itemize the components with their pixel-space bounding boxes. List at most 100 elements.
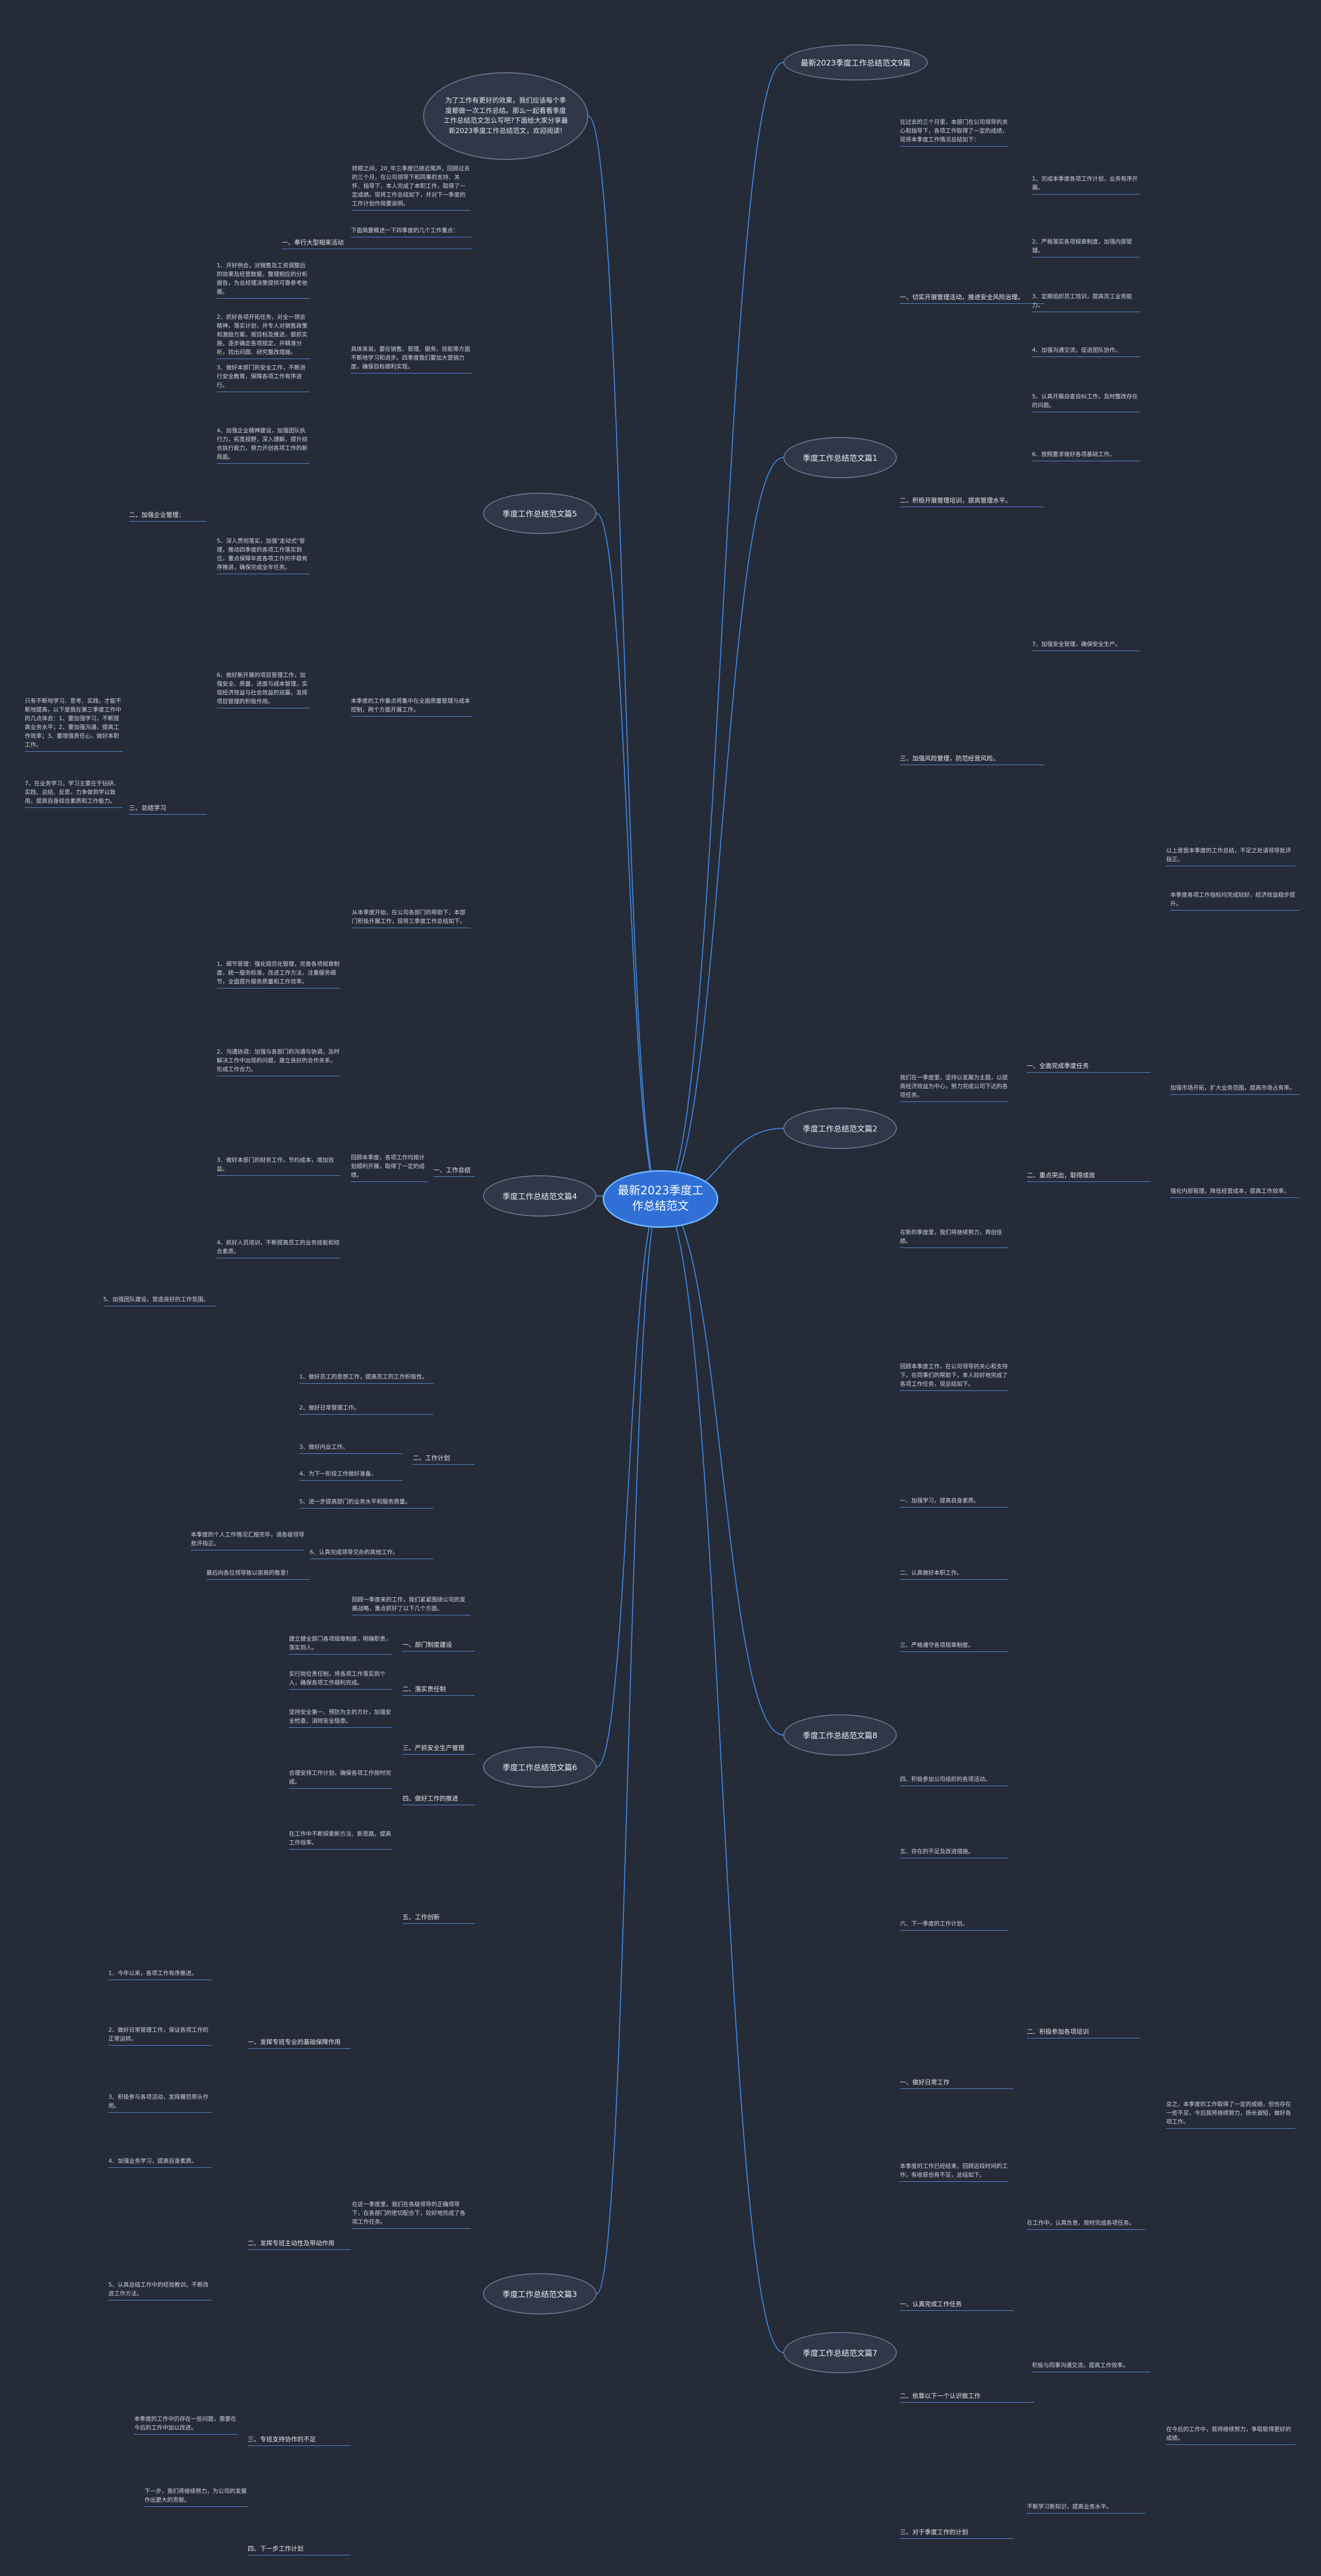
branch-left4[interactable]: 季度工作总结范文篇3: [483, 2273, 597, 2314]
right3-text1: 一、加强学习，提高自身素质。: [900, 1496, 1008, 1508]
left4-text5: 5、认真总结工作中的经验教训，不断改进工作方法。: [108, 2280, 212, 2301]
right4-text3: 不断学习新知识，提高业务水平。: [1027, 2502, 1146, 2514]
left1-sub3: 三、总结学习: [129, 804, 206, 815]
intro-bubble: 为了工作有更好的效果，我们应该每个季度都做一次工作总结。那么一起看看季度工作总结…: [423, 72, 588, 160]
branch-left3-label: 季度工作总结范文篇6: [502, 1762, 577, 1772]
right2-text3: 强化内部管理，降低经营成本，提高工作效率。: [1170, 1187, 1299, 1198]
branch-left1[interactable]: 季度工作总结范文篇5: [483, 493, 597, 534]
right1-text5: 5、认真开展自查自纠工作，及时整改存在的问题。: [1032, 392, 1140, 413]
root-node[interactable]: 最新2023季度工作总结范文: [603, 1170, 718, 1228]
branch-right1[interactable]: 季度工作总结范文篇1: [783, 437, 897, 478]
right2-sub1: 一、全面完成季度任务: [1027, 1062, 1151, 1073]
left4-text1: 1、今年以来，各项工作有序推进。: [108, 1969, 212, 1981]
right4-sub2: 二、依靠以下一个认识做工作: [900, 2392, 1034, 2403]
left3-intro: 回顾一季度来的工作，我们紧紧围绕公司的发展战略，重点抓好了以下几个方面。: [352, 1595, 471, 1616]
left1-sub1: 一、奉行大型相来活动: [282, 238, 473, 249]
left3-text5: 在工作中不断探索新方法、新思路，提高工作效率。: [289, 1829, 392, 1850]
branch-right4[interactable]: 季度工作总结范文篇7: [783, 2332, 897, 2373]
right4-end: 在今后的工作中，我将继续努力，争取取得更好的成绩。: [1166, 2425, 1295, 2445]
left2-sub: 一、工作总结: [433, 1166, 475, 1177]
right4-text2: 积极与同事沟通交流，提高工作效率。: [1032, 2361, 1151, 2373]
right1-text1: 1、完成本季度各项工作计划，业务有序开展。: [1032, 174, 1140, 195]
right3-intro: 回顾本季度工作，在公司领导的关心和支持下，在同事们的帮助下，本人较好地完成了各项…: [900, 1362, 1008, 1391]
branch-left2[interactable]: 季度工作总结范文篇4: [483, 1175, 597, 1217]
left2-final: 6、认真完成领导交办的其他工作。: [310, 1548, 433, 1560]
right3-sub1: 一、做好日常工作: [900, 2078, 1013, 2089]
left4-text-b: 本季度的工作中仍存在一些问题，需要在今后的工作中加以改进。: [134, 2415, 237, 2435]
left1-item7: 7、在业务学习，学习主要在于钻研、实践、总结、反思，力争做到学以致用，提高自身综…: [25, 779, 123, 808]
left4-text4: 4、加强业务学习，提高自身素质。: [108, 2157, 212, 2168]
connector-line: [660, 1198, 784, 2353]
left2-item1: 1、细节管理：强化规范化管理，完善各项规章制度，统一服务标准，改进工作方法，注重…: [217, 960, 341, 989]
left3-item2: 二、落实责任制: [402, 1685, 475, 1696]
left2-intro: 从本季度开始，在公司各部门的帮助下，本部门积极开展工作，现将三季度工作总结如下。: [352, 908, 471, 929]
root-label: 最新2023季度工作总结范文: [618, 1185, 703, 1213]
right1-sub1: 一、切实开展管理活动，推进安全风险治理。: [900, 293, 1044, 304]
connector-line: [588, 116, 661, 1200]
branch-right2-label: 季度工作总结范文篇2: [802, 1124, 878, 1133]
left1-item3: 3、做好本部门的安全工作，不断进行安全教育，保障各项工作有序进行。: [217, 363, 310, 393]
connector-line: [660, 1198, 784, 1736]
left1-sub1-text: 下面简要概述一下四季度的几个工作重点：: [351, 226, 473, 238]
left3-text4: 合理安排工作计划，确保各项工作按时完成。: [289, 1769, 392, 1789]
branch-right1-label: 季度工作总结范文篇1: [802, 453, 878, 463]
left3-text1: 建立健全部门各项规章制度，明确职责，落实到人。: [289, 1634, 392, 1655]
left1-sub-end: 本季度的工作重点将集中在全面质量管理与成本控制，两个方面开展工作。: [351, 696, 473, 717]
right1-intro: 在过去的三个月里，本部门在公司领导的关心和指导下，各项工作取得了一定的成绩，现将…: [900, 118, 1008, 147]
left4-text3: 3、积极参与各项活动，发挥模范带头作用。: [108, 2093, 212, 2113]
left1-sub2: 二、加强企业管理：: [129, 511, 206, 522]
left2-plan3: 3、做好内业工作。: [299, 1443, 402, 1454]
left1-left-text: 只有不断地学习、思考、实践，才能不断地提高，以下是我在第三季度工作中的几点体会：…: [25, 696, 123, 752]
left3-item4: 四、做好工作的推进: [402, 1794, 475, 1805]
branch-right3[interactable]: 季度工作总结范文篇8: [783, 1714, 897, 1756]
left3-text2: 实行岗位责任制，将各项工作落实到个人，确保各项工作顺利完成。: [289, 1670, 392, 1690]
left2-sub2: 二、工作计划: [413, 1454, 475, 1465]
left4-sub3: 三、专班支持协作的不足: [248, 2435, 351, 2446]
left4-text2: 2、做好日常管理工作，保证各项工作的正常运转。: [108, 2026, 212, 2046]
branch-right4-label: 季度工作总结范文篇7: [802, 2348, 878, 2358]
left1-intro: 转眼之间，20_年三季度已接近尾声，回顾过去的三个月，在公司领导下和同事的支持、…: [352, 164, 471, 211]
right3-text4: 四、积极参加公司组织的各项活动。: [900, 1775, 1008, 1787]
left1-item6: 6、做好新开展的项目管理工作，加强安全、质量、进度与成本管理，实现经济效益与社会…: [217, 671, 310, 709]
right3-end: 总之，本季度的工作取得了一定的成绩，但也存在一些不足，今后我将继续努力，扬长避短…: [1166, 2100, 1295, 2129]
left1-item1: 1、开好例会，对销售及工资调整后的效果及经营数据，整理相应的分析报告，为总经理决…: [217, 261, 310, 299]
right1-sub3: 三、加强风险管理，防范经营风险。: [900, 754, 1044, 765]
intro-text: 为了工作有更好的效果，我们应该每个季度都做一次工作总结。那么一起看看季度工作总结…: [443, 97, 568, 135]
right3-text2: 二、认真做好本职工作。: [900, 1568, 1008, 1580]
branch-left2-label: 季度工作总结范文篇4: [502, 1191, 577, 1201]
right-top-label: 最新2023季度工作总结范文9篇: [800, 58, 911, 68]
branch-left4-label: 季度工作总结范文篇3: [502, 2289, 577, 2299]
left3-item3: 三、严抓安全生产管理: [402, 1744, 475, 1755]
left4-sub4: 四、下一步工作计划: [248, 2545, 351, 2555]
left2-item5: 5、加强团队建设，营造良好的工作氛围。: [103, 1295, 217, 1307]
branch-right2[interactable]: 季度工作总结范文篇2: [783, 1108, 897, 1149]
right2-intro: 我们在一季度里，坚持以发展为主题，以提高经济效益为中心，努力完成公司下达的各项任…: [900, 1073, 1008, 1103]
right4-text1: 在工作中，认真负责，按时完成各项任务。: [1027, 2218, 1146, 2230]
right2-text2: 加强市场开拓，扩大业务范围，提高市场占有率。: [1170, 1083, 1299, 1095]
branch-left1-label: 季度工作总结范文篇5: [502, 509, 577, 519]
right4-sub3: 三、对于季度工作的计划: [900, 2528, 1013, 2539]
connector-line: [660, 62, 784, 1200]
left2-side: 回顾本季度，各项工作均按计划顺利开展，取得了一定的成绩。: [351, 1153, 428, 1182]
right-top-node[interactable]: 最新2023季度工作总结范文9篇: [783, 44, 928, 80]
right4-sub1: 一、认真完成工作任务: [900, 2300, 1013, 2311]
right4-intro: 本季度的工作已经结束，回顾这段时间的工作，有收获也有不足，总结如下。: [900, 2162, 1008, 2182]
left2-plan2: 2、做好日常管理工作。: [299, 1403, 433, 1415]
left1-item2: 2、抓好各项开拓任务，对全一领会精神，落实计划，并专人对销售政策和激励方案，按目…: [217, 313, 310, 360]
left2-final-note: 最后向各位领导致以崇高的敬意！: [206, 1568, 310, 1580]
right3-text3: 三、严格遵守各项规章制度。: [900, 1641, 1008, 1652]
branch-left3[interactable]: 季度工作总结范文篇6: [483, 1746, 597, 1788]
left4-sub1: 一、发挥专班专业的基础保障作用: [248, 2038, 351, 2049]
left3-item5: 五、工作创新: [402, 1913, 475, 1924]
right1-text4: 4、加强沟通交流，促进团队协作。: [1032, 346, 1140, 358]
right1-text7: 7、加强安全管理，确保安全生产。: [1032, 640, 1140, 652]
left2-plan4: 4、为下一阶段工作做好准备。: [299, 1469, 402, 1481]
right1-end: 以上是我本季度的工作总结，不足之处请领导批评指正。: [1166, 846, 1295, 867]
connector-line: [596, 513, 661, 1200]
left3-text3: 坚持安全第一、预防为主的方针，加强安全检查，消除安全隐患。: [289, 1708, 392, 1728]
right3-text6: 六、下一季度的工作计划。: [900, 1919, 1008, 1931]
right1-text6: 6、按照要求做好各项基础工作。: [1032, 450, 1140, 462]
left3-item1: 一、部门制度建设: [402, 1641, 475, 1651]
left2-plan5: 5、进一步提高部门的业务水平和服务质量。: [299, 1497, 433, 1509]
